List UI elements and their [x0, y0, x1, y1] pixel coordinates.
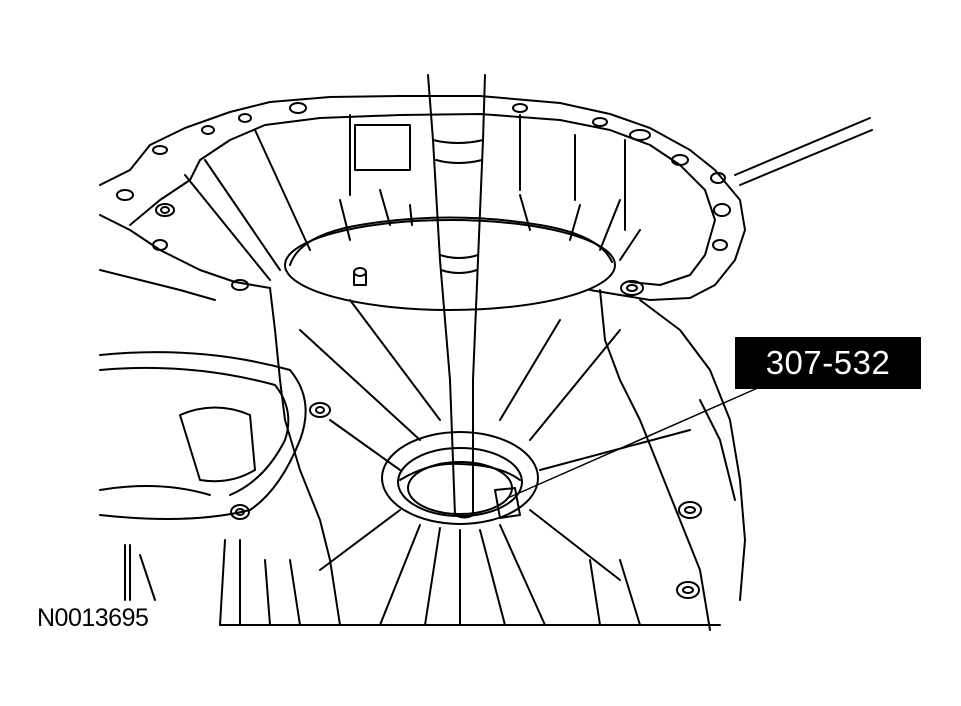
tool-shaft-right [472, 74, 486, 516]
inner-ribs [184, 114, 641, 281]
seal-bore-inner [397, 447, 523, 517]
housing-wall-right [599, 289, 711, 631]
main-bore [284, 219, 616, 311]
tool-tip [494, 487, 521, 519]
callout-leader [509, 386, 761, 498]
figure-id-label: N0013695 [37, 604, 149, 632]
tool-shaft-left [427, 74, 456, 516]
housing-wall-left [269, 287, 341, 626]
left-flange [99, 214, 271, 289]
tool-number-callout: 307-532 [735, 337, 921, 389]
seal-bore-outer [381, 431, 539, 525]
housing-flange-inner [129, 113, 716, 286]
housing-flange [99, 95, 746, 301]
left-cover [99, 351, 307, 520]
flange-bolt-holes [116, 102, 731, 296]
